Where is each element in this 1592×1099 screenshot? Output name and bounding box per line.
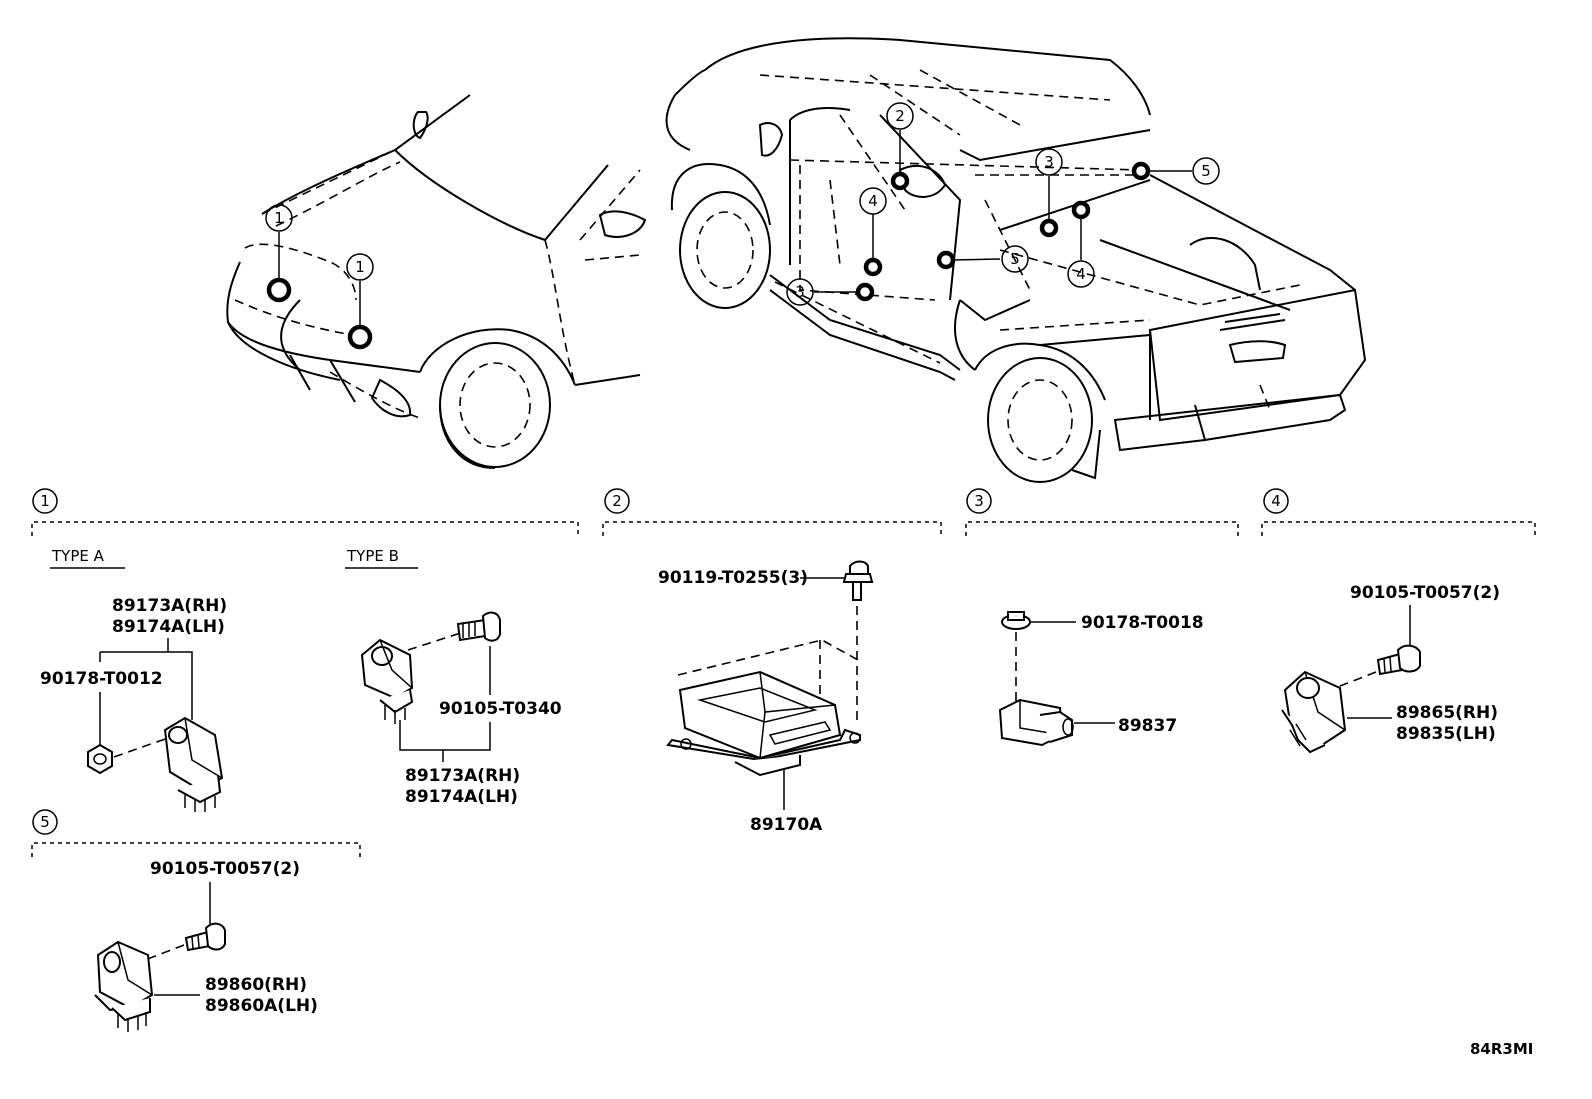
side-impact-sensor-icon <box>1281 670 1347 754</box>
locator-4-left: 4 <box>859 187 887 215</box>
section-header-3: 3 <box>965 488 1239 536</box>
part-number-89173a-rh: 89173A(RH) <box>112 596 227 616</box>
part-number-89837: 89837 <box>1118 716 1177 736</box>
part-number-90105-t0057: 90105-T0057(2) <box>1350 583 1500 603</box>
section-header-1: 1 <box>31 488 579 536</box>
section-1-type-a: TYPE A 89173A(RH) 89174A(LH) 90178-T0012 <box>40 547 227 812</box>
locator-4-right: 4 <box>1067 260 1095 288</box>
bolt-icon <box>456 611 501 642</box>
type-b-label: TYPE B <box>346 547 399 565</box>
front-locator-markers: 1 1 <box>265 204 374 350</box>
airbag-ecu-icon <box>666 639 861 777</box>
locator-number: 1 <box>355 258 365 276</box>
part-number-90105-t0340: 90105-T0340 <box>439 699 562 719</box>
locator-5-right: 5 <box>1192 157 1220 185</box>
nut-icon <box>1001 611 1031 630</box>
locator-number: 3 <box>1044 153 1054 171</box>
section-header-2: 2 <box>602 488 942 536</box>
bolt-icon <box>184 922 226 952</box>
section-4-side-sensor: 90105-T0057(2) 89865(RH) 89835(LH) <box>1281 583 1500 754</box>
part-number-90119-t0255: 90119-T0255(3) <box>658 568 808 588</box>
section-number: 5 <box>40 813 50 831</box>
locator-number: 5 <box>1201 162 1211 180</box>
part-number-89170a: 89170A <box>750 815 823 835</box>
section-number: 4 <box>1271 492 1281 510</box>
locator-1-headlight-right: 1 <box>346 253 374 281</box>
rear-vehicle-illustration <box>665 37 1367 483</box>
front-vehicle-illustration <box>226 94 647 469</box>
section-header-4: 4 <box>1261 488 1536 536</box>
section-3-side-sensor: 90178-T0018 89837 <box>998 611 1204 747</box>
section-5-rear-sensor: 90105-T0057(2) 89860(RH) 89860A(LH) <box>94 859 318 1032</box>
section-number: 3 <box>974 492 984 510</box>
part-number-90105-t0057: 90105-T0057(2) <box>150 859 300 879</box>
locator-3-right: 3 <box>1035 148 1063 176</box>
part-number-89174a-lh: 89174A(LH) <box>405 787 518 807</box>
locator-number: 1 <box>274 209 284 227</box>
section-number: 2 <box>612 492 622 510</box>
front-impact-sensor-icon <box>163 716 224 812</box>
section-1-type-b: TYPE B 90105-T0340 89173A(RH) 89174A(LH) <box>345 547 562 807</box>
front-impact-sensor-icon <box>360 638 414 724</box>
diagram-id: 84R3MI <box>1470 1040 1533 1058</box>
section-2-airbag-ecu: 90119-T0255(3) 89170A <box>658 560 874 835</box>
part-number-89860a-lh: 89860A(LH) <box>205 996 318 1016</box>
section-header-5: 5 <box>31 809 361 857</box>
locator-number: 4 <box>868 192 878 210</box>
locator-number: 4 <box>1076 265 1086 283</box>
part-number-90178-t0018: 90178-T0018 <box>1081 613 1204 633</box>
part-number-89173a-rh: 89173A(RH) <box>405 766 520 786</box>
locator-1-headlight-left: 1 <box>265 204 293 232</box>
bolt-icon <box>842 560 874 601</box>
nut-icon <box>87 743 113 775</box>
bolt-icon <box>1376 644 1421 676</box>
locator-3-left: 3 <box>786 278 814 306</box>
rear-impact-sensor-icon <box>94 940 154 1032</box>
part-number-89835-lh: 89835(LH) <box>1396 724 1496 744</box>
side-impact-sensor-icon <box>998 698 1074 747</box>
locator-number: 2 <box>895 107 905 125</box>
rear-locator-markers: 2 3 3 4 4 5 5 <box>786 102 1220 306</box>
type-a-label: TYPE A <box>51 547 105 565</box>
section-number: 1 <box>40 492 50 510</box>
part-number-89174a-lh: 89174A(LH) <box>112 617 225 637</box>
locator-number: 3 <box>795 283 805 301</box>
part-number-89860-rh: 89860(RH) <box>205 975 307 995</box>
locator-number: 5 <box>1010 250 1020 268</box>
part-number-90178-t0012: 90178-T0012 <box>40 669 163 689</box>
locator-2-airbag-ecu: 2 <box>886 102 914 130</box>
locator-5-left: 5 <box>1001 245 1029 273</box>
part-number-89865-rh: 89865(RH) <box>1396 703 1498 723</box>
